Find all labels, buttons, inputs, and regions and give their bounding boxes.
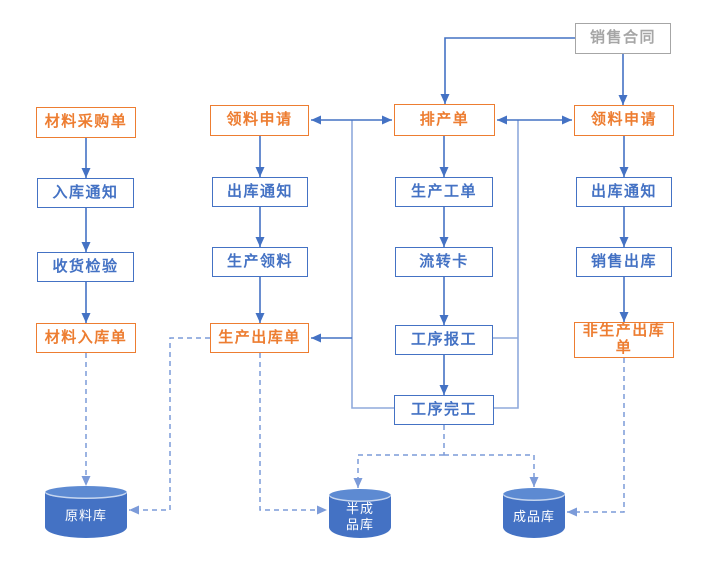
warehouse-cylinder-semi-finished[interactable]: 半成品库 (329, 489, 391, 538)
node-label: 收货检验 (52, 257, 119, 275)
database-icon-top (329, 489, 391, 502)
node-label: 流转卡 (419, 252, 469, 270)
node-label: 材料采购单 (44, 113, 128, 131)
node-label: 销售出库 (590, 252, 657, 270)
node-receiving-inspection[interactable]: 收货检验 (37, 252, 134, 282)
warehouse-label: 原料库 (64, 507, 107, 523)
node-sales-outbound[interactable]: 销售出库 (576, 247, 672, 277)
warehouse-cylinder-raw-material[interactable]: 原料库 (45, 486, 127, 538)
edge-completion-to-finished-store (444, 454, 539, 487)
edge-completion-to-semi-store (353, 454, 444, 488)
node-label: 工序报工 (410, 330, 477, 348)
node-flow-card[interactable]: 流转卡 (395, 247, 493, 277)
node-outbound-notice-left[interactable]: 出库通知 (212, 177, 308, 207)
node-label: 生产工单 (410, 182, 477, 200)
node-production-work-order[interactable]: 生产工单 (395, 177, 493, 207)
node-label: 出库通知 (226, 182, 293, 200)
node-label: 出库通知 (590, 182, 657, 200)
node-material-inbound-order[interactable]: 材料入库单 (36, 323, 136, 353)
node-inbound-notice[interactable]: 入库通知 (37, 178, 134, 208)
node-non-production-outbound-order[interactable]: 非生产出库单 (574, 322, 674, 358)
node-label: 生产领料 (226, 252, 293, 270)
warehouse-cylinder-finished[interactable]: 成品库 (503, 488, 565, 538)
edge-non-production-to-finished-store (567, 358, 625, 517)
node-label: 领料申请 (590, 111, 657, 129)
node-process-completion[interactable]: 工序完工 (394, 395, 494, 425)
warehouse-label: 成品库 (512, 508, 555, 524)
database-icon (329, 495, 391, 538)
warehouse-label: 半成品库 (345, 501, 374, 532)
node-label: 销售合同 (589, 29, 656, 47)
node-label: 生产出库单 (218, 328, 301, 346)
node-label: 非生产出库单 (582, 322, 666, 356)
node-production-outbound-order[interactable]: 生产出库单 (210, 323, 309, 353)
edge-completion-to-right-junction (494, 120, 519, 409)
database-icon (503, 494, 565, 538)
node-material-purchase-order[interactable]: 材料采购单 (36, 107, 136, 138)
edge-production-outbound-to-semi-store (259, 353, 327, 515)
node-production-picking[interactable]: 生产领料 (212, 247, 308, 277)
node-scheduling-order[interactable]: 排产单 (394, 104, 495, 136)
edge-completion-to-left-junction (351, 120, 394, 409)
node-label: 领料申请 (226, 111, 293, 129)
edge-contract-to-scheduling (440, 37, 575, 104)
node-outbound-notice-right[interactable]: 出库通知 (576, 177, 672, 207)
node-label: 排产单 (419, 110, 470, 128)
node-picking-request-left[interactable]: 领料申请 (210, 105, 309, 136)
database-icon-top (503, 488, 565, 501)
edge-production-outbound-to-raw-store (129, 337, 210, 515)
node-sales-contract[interactable]: 销售合同 (575, 23, 671, 54)
database-icon-top (45, 486, 127, 499)
database-icon (45, 492, 127, 538)
node-picking-request-right[interactable]: 领料申请 (574, 105, 674, 136)
node-label: 入库通知 (52, 183, 119, 201)
node-process-reporting[interactable]: 工序报工 (395, 325, 493, 355)
node-label: 工序完工 (410, 400, 477, 418)
node-label: 材料入库单 (44, 328, 128, 346)
